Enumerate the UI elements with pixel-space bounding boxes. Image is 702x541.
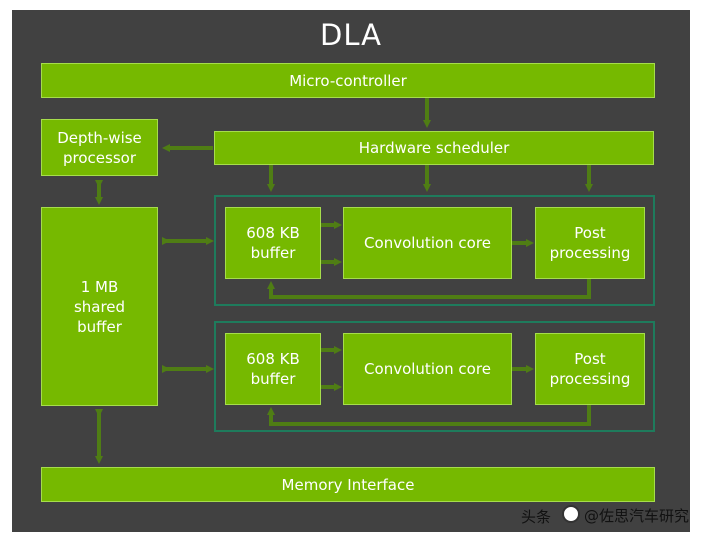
engine1-post-processing-block: Post processing [535,207,645,279]
conv-engine-1-outline [214,195,655,306]
engine2-buffer-block: 608 KB buffer [225,333,321,405]
wechat-icon [562,505,580,523]
arrow-e1-post-feedback [267,279,591,299]
engine1-buffer-block: 608 KB buffer [225,207,321,279]
hardware-scheduler-block: Hardware scheduler [214,131,654,165]
engine2-post-processing-block: Post processing [535,333,645,405]
diagram-title: DLA [320,18,382,52]
watermark-handle: @佐思汽车研究 [584,507,690,525]
depthwise-processor-block: Depth-wise processor [41,119,158,176]
arrow-e2-post-feedback [267,405,591,426]
micro-controller-block: Micro-controller [41,63,655,98]
engine1-convolution-core-block: Convolution core [343,207,512,279]
conv-engine-2-outline [214,321,655,432]
memory-interface-block: Memory Interface [41,467,655,502]
watermark-prefix: 头条 [521,508,552,526]
engine2-convolution-core-block: Convolution core [343,333,512,405]
shared-buffer-block: 1 MB shared buffer [41,207,158,406]
